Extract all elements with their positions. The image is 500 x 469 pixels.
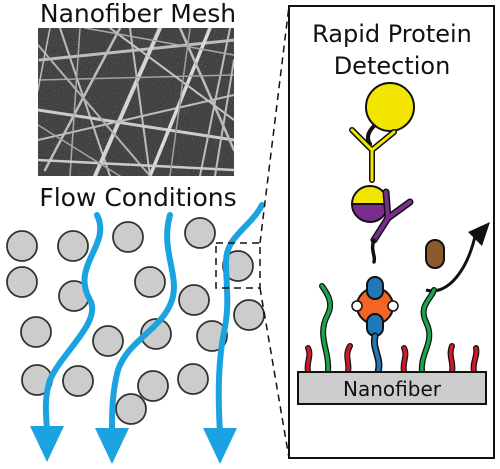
particle [184, 217, 216, 249]
capture-complex [351, 276, 399, 337]
substrate-label: Nanofiber [343, 377, 442, 401]
blocking-chains-red [304, 343, 480, 375]
particle [6, 266, 38, 298]
flow-arrowheads [30, 426, 237, 464]
nanofiber-substrate [297, 371, 487, 405]
primary-antibody [370, 188, 414, 244]
zoom-line-bottom [259, 287, 290, 459]
particle [178, 284, 210, 316]
arrowhead [203, 428, 237, 464]
unbound-protein [425, 239, 445, 269]
zoom-box [215, 242, 261, 289]
arrowhead [30, 426, 64, 462]
detail-title-line1: Rapid Protein [312, 20, 472, 48]
particle [233, 299, 265, 331]
zoom-indicator [215, 5, 290, 459]
mesh-title: Nanofiber Mesh [40, 0, 236, 28]
particle [20, 316, 52, 348]
particle [112, 221, 144, 253]
target-antigen [350, 185, 390, 223]
particle [115, 393, 147, 425]
blocking-chains-green [319, 283, 437, 375]
detection-bead [365, 82, 415, 132]
particle [134, 266, 166, 298]
flow-arrow [215, 202, 265, 435]
flow-arrows [42, 202, 265, 435]
flow-arrow [109, 212, 177, 435]
detail-title-line2: Detection [334, 52, 451, 80]
bead-linker [365, 124, 376, 146]
particle [177, 363, 209, 395]
detail-panel [288, 5, 495, 459]
particle [6, 230, 38, 262]
particle [92, 325, 124, 357]
flow-title: Flow Conditions [39, 183, 236, 212]
arrowhead [95, 428, 129, 464]
capture-tether [370, 332, 383, 376]
zoom-line-top [259, 5, 290, 244]
flow-arrow [42, 212, 104, 433]
particle [140, 318, 172, 350]
antibody-linker [370, 238, 377, 264]
particle [57, 230, 89, 262]
sem-image [38, 28, 234, 176]
particle [137, 370, 169, 402]
release-arrowhead [468, 222, 490, 246]
particles [6, 217, 265, 425]
particle [222, 250, 254, 282]
particle [62, 365, 94, 397]
secondary-antibody [349, 127, 397, 183]
